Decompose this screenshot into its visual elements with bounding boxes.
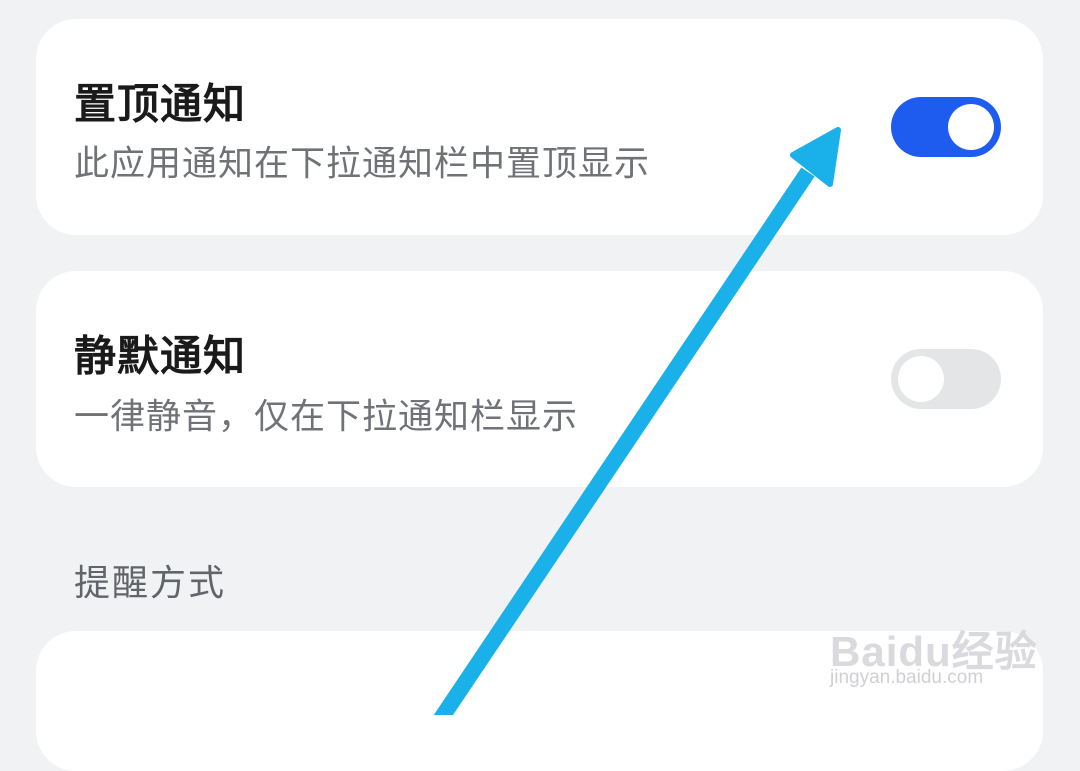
silent-notification-toggle[interactable] — [891, 349, 1001, 409]
pin-notification-description: 此应用通知在下拉通知栏中置顶显示 — [74, 144, 651, 185]
silent-notification-description: 一律静音，仅在下拉通知栏显示 — [74, 397, 579, 438]
pin-notification-title: 置顶通知 — [74, 79, 247, 129]
reminder-section-header: 提醒方式 — [74, 563, 227, 604]
toggle-knob — [948, 104, 994, 150]
baidu-jingyan-watermark: Baidu经验 jingyan.baidu.com — [830, 600, 1037, 700]
pin-notification-card: 置顶通知 此应用通知在下拉通知栏中置顶显示 — [36, 19, 1043, 235]
toggle-knob — [898, 356, 944, 402]
silent-notification-card: 静默通知 一律静音，仅在下拉通知栏显示 — [36, 271, 1043, 487]
watermark-url: jingyan.baidu.com — [830, 667, 984, 688]
silent-notification-title: 静默通知 — [74, 331, 247, 381]
pin-notification-toggle[interactable] — [891, 97, 1001, 157]
watermark-logo: Baidu经验 — [830, 628, 1038, 675]
